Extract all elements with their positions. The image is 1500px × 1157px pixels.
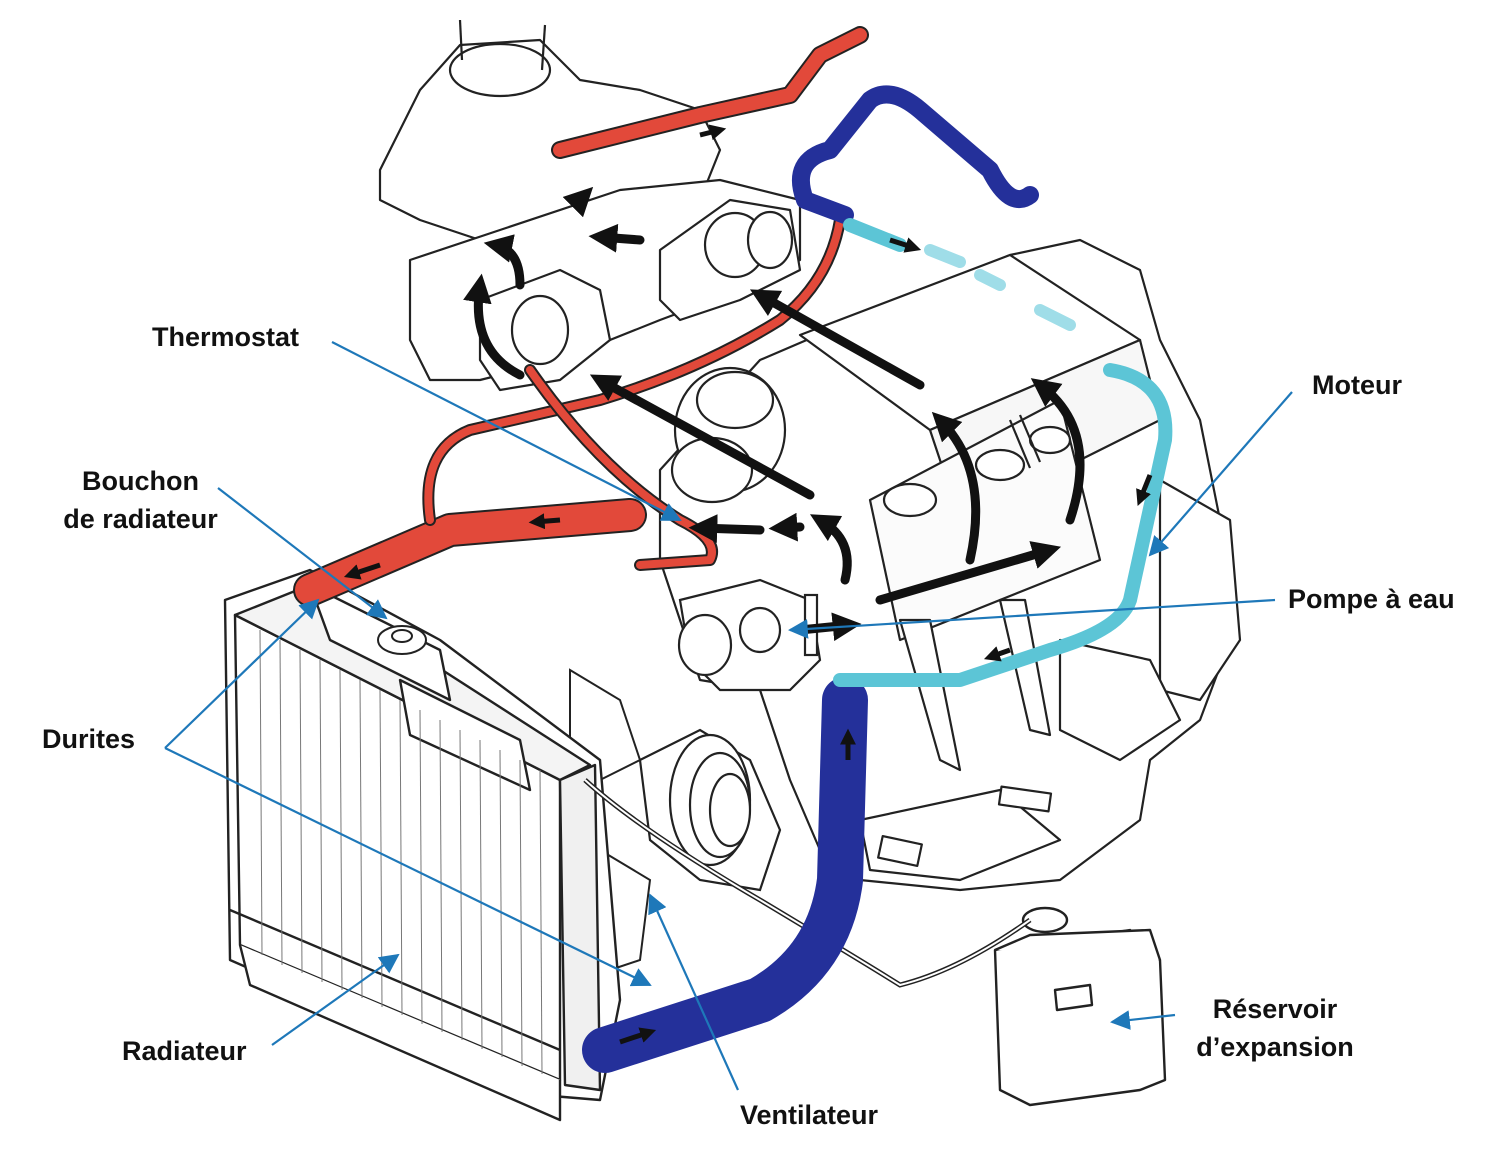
water-pump-body [677, 578, 822, 692]
label-moteur: Moteur [1312, 370, 1402, 400]
label-reservoir-line1: Réservoir [1212, 994, 1338, 1024]
label-ventilateur: Ventilateur [740, 1100, 879, 1130]
label-bouchon-line1: Bouchon [82, 466, 199, 496]
leader-ventilateur [648, 893, 740, 1091]
radiator-fins [259, 629, 543, 1075]
leader-moteur [1148, 391, 1293, 557]
label-radiateur: Radiateur [122, 1036, 247, 1066]
return-hose [833, 218, 1173, 687]
label-thermostat: Thermostat [152, 322, 300, 352]
engine-block [658, 238, 1242, 892]
cold-hoses [582, 85, 1039, 1073]
label-reservoir-d-expansion: Réservoir d’expansion [1180, 990, 1370, 1066]
leader-durites-lower [164, 747, 652, 987]
leader-bouchon [217, 487, 388, 620]
label-bouchon-de-radiateur: Bouchon de radiateur [48, 462, 233, 538]
callout-lines [164, 341, 1293, 1091]
radiator-cap [377, 625, 427, 655]
leader-pompe [788, 598, 1276, 639]
label-bouchon-line2: de radiateur [63, 504, 218, 534]
fan-pulley [638, 728, 782, 892]
leader-reservoir [1110, 1010, 1176, 1030]
carburetor-intake [378, 19, 802, 392]
alternator [670, 366, 787, 504]
label-pompe-a-eau: Pompe à eau [1288, 584, 1455, 614]
expansion-tank [993, 906, 1167, 1107]
hose-flow-arrows [343, 124, 1153, 1045]
leader-durites-upper [164, 598, 320, 749]
leader-radiateur [271, 953, 400, 1046]
label-durites: Durites [42, 724, 136, 754]
leader-thermostat [331, 341, 682, 521]
radiator [223, 568, 622, 1122]
label-reservoir-line2: d’expansion [1196, 1032, 1354, 1062]
